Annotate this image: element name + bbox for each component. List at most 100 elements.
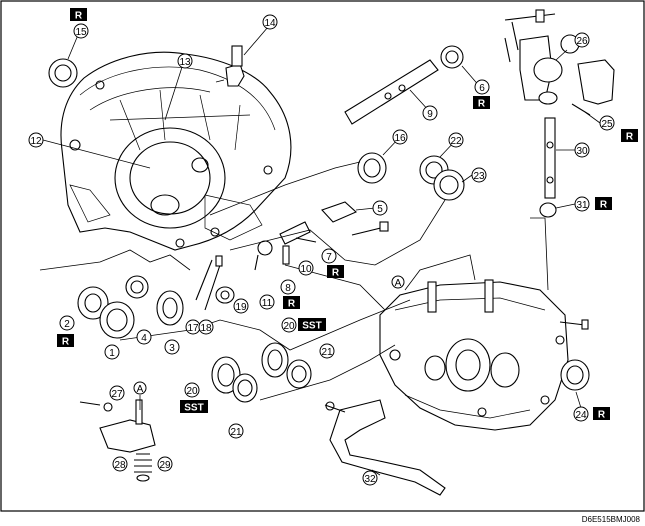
badge-r-10: R xyxy=(327,265,344,279)
callout-21-lower: 21 xyxy=(228,423,244,439)
svg-text:30: 30 xyxy=(576,146,588,157)
callout-22: 22 xyxy=(448,132,464,148)
race-21-lower xyxy=(232,373,258,403)
badge-r-6: R xyxy=(473,96,490,110)
svg-text:18: 18 xyxy=(200,323,212,334)
shift-mechanism xyxy=(504,9,615,116)
svg-text:1: 1 xyxy=(109,348,115,359)
svg-text:SST: SST xyxy=(184,403,203,414)
lever-32 xyxy=(324,399,446,496)
svg-text:13: 13 xyxy=(179,57,191,68)
svg-text:32: 32 xyxy=(364,474,376,485)
shift-fork-parts xyxy=(254,221,317,271)
svg-text:23: 23 xyxy=(473,171,485,182)
badge-sst-20-lower: SST xyxy=(180,400,208,414)
svg-text:R: R xyxy=(600,200,608,211)
ref-mark-a-case: A xyxy=(391,275,405,289)
callout-32: 32 xyxy=(362,470,378,486)
callout-5: 5 xyxy=(372,200,388,216)
svg-text:29: 29 xyxy=(159,460,171,471)
callout-26: 26 xyxy=(574,32,590,48)
callout-25: 25 xyxy=(599,115,615,131)
callout-1: 1 xyxy=(104,344,120,360)
callout-15: 15 xyxy=(73,23,89,39)
svg-text:5: 5 xyxy=(377,204,383,215)
svg-text:14: 14 xyxy=(264,18,276,29)
svg-text:R: R xyxy=(75,11,83,22)
svg-text:10: 10 xyxy=(300,264,312,275)
badge-sst-20-upper: SST xyxy=(298,318,326,332)
oil-seal-15 xyxy=(48,58,78,88)
svg-text:9: 9 xyxy=(427,109,433,120)
badge-r-15: R xyxy=(70,8,87,22)
svg-text:27: 27 xyxy=(111,389,123,400)
bearing-23 xyxy=(433,169,465,201)
callout-4: 4 xyxy=(136,329,152,345)
callout-31: 31 xyxy=(574,196,590,212)
callout-27: 27 xyxy=(109,385,125,401)
callout-17: 17 xyxy=(185,319,201,335)
svg-text:2: 2 xyxy=(64,319,70,330)
callout-20-lower: 20 xyxy=(184,382,200,398)
sensor-14 xyxy=(215,45,245,87)
badge-r-25: R xyxy=(621,129,638,143)
callout-6: 6 xyxy=(474,79,490,95)
svg-text:26: 26 xyxy=(576,36,588,47)
callout-11: 11 xyxy=(259,294,275,310)
callout-21-upper: 21 xyxy=(319,343,335,359)
svg-text:12: 12 xyxy=(30,136,42,147)
badge-r-24: R xyxy=(593,407,610,421)
svg-text:R: R xyxy=(288,299,296,310)
ref-mark-a-interlock: A xyxy=(133,381,147,395)
callout-10: 10 xyxy=(298,260,314,276)
plug-19 xyxy=(215,286,235,304)
svg-text:19: 19 xyxy=(235,302,247,313)
callout-18: 18 xyxy=(198,319,214,335)
callout-29: 29 xyxy=(157,456,173,472)
svg-text:17: 17 xyxy=(187,323,199,334)
callout-2: 2 xyxy=(59,315,75,331)
shift-rod-9 xyxy=(344,59,439,125)
callout-23: 23 xyxy=(471,167,487,183)
svg-text:SST: SST xyxy=(302,321,321,332)
svg-text:11: 11 xyxy=(262,298,273,309)
callout-8: 8 xyxy=(280,279,296,295)
callout-13: 13 xyxy=(177,53,193,69)
svg-text:8: 8 xyxy=(285,283,291,294)
bearing-3 xyxy=(156,290,184,326)
race-4 xyxy=(125,275,149,299)
svg-text:3: 3 xyxy=(169,343,175,354)
pins-17-18 xyxy=(195,255,223,311)
interlock-assembly xyxy=(79,399,156,482)
badge-r-31: R xyxy=(595,197,612,211)
svg-text:21: 21 xyxy=(321,347,333,358)
svg-text:R: R xyxy=(598,410,606,421)
callout-20-upper: 20 xyxy=(281,317,297,333)
callout-12: 12 xyxy=(28,132,44,148)
svg-text:21: 21 xyxy=(230,427,242,438)
svg-text:15: 15 xyxy=(75,27,87,38)
callout-28: 28 xyxy=(112,456,128,472)
bearing-16 xyxy=(357,152,387,184)
oil-seal-24 xyxy=(560,359,590,391)
svg-text:28: 28 xyxy=(114,460,126,471)
svg-text:20: 20 xyxy=(283,321,295,332)
race-21-upper xyxy=(286,359,312,389)
svg-text:R: R xyxy=(62,337,70,348)
badge-r-2: R xyxy=(57,334,74,348)
drawing-code: D6E515BMJ008 xyxy=(582,515,641,524)
bearing-1 xyxy=(99,301,135,339)
svg-text:R: R xyxy=(626,132,634,143)
svg-text:R: R xyxy=(478,99,486,110)
callout-7: 7 xyxy=(321,248,337,264)
badge-r-8: R xyxy=(283,296,300,310)
svg-text:4: 4 xyxy=(141,333,147,344)
cap-6 xyxy=(440,45,464,69)
svg-text:A: A xyxy=(395,278,402,289)
svg-text:31: 31 xyxy=(576,200,588,211)
svg-text:24: 24 xyxy=(575,410,587,421)
svg-text:25: 25 xyxy=(601,119,613,130)
shift-rod-30 xyxy=(544,117,556,199)
svg-text:22: 22 xyxy=(450,136,462,147)
callout-9: 9 xyxy=(422,105,438,121)
